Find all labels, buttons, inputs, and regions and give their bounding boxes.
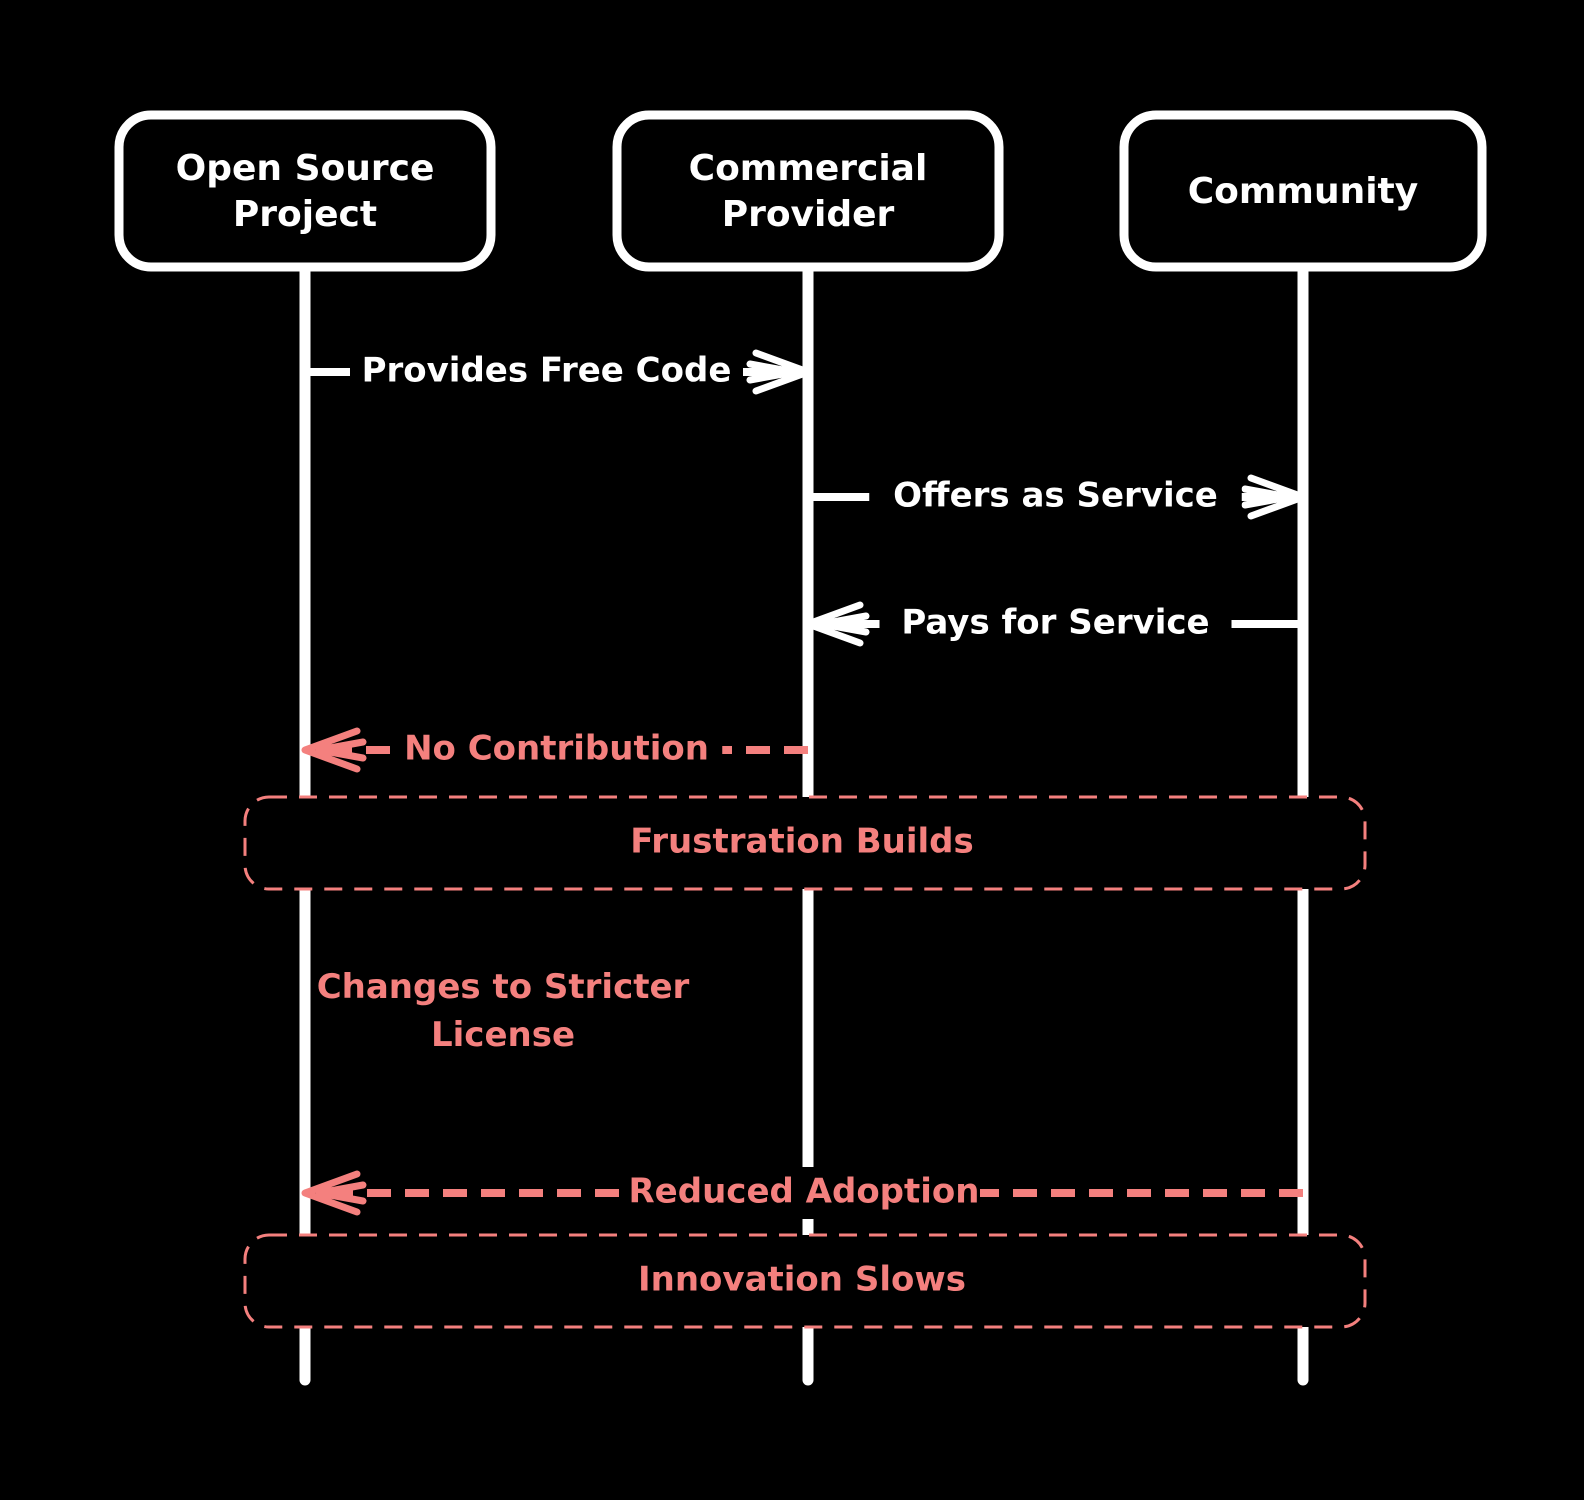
- annotation-label: Changes to Stricter: [317, 967, 690, 1007]
- actor-label: Open Source: [176, 148, 435, 189]
- arrowhead: [1241, 474, 1307, 520]
- actors: Open SourceProjectCommercialProviderComm…: [114, 110, 1487, 272]
- actor-label: Provider: [722, 194, 895, 235]
- note-label: Frustration Builds: [630, 822, 974, 862]
- actor-community: Community: [1119, 110, 1487, 272]
- note-1: Frustration Builds: [243, 795, 1367, 891]
- actor-label: Community: [1188, 171, 1418, 212]
- message-1: Provides Free Code: [305, 346, 812, 398]
- actor-box: [114, 110, 496, 272]
- actor-box: [612, 110, 1004, 272]
- message-2: Offers as Service: [808, 471, 1307, 523]
- message-4: No Contribution: [301, 724, 808, 776]
- note-box: [243, 1233, 1367, 1329]
- message-label: No Contribution: [404, 729, 709, 769]
- arrowhead: [301, 1170, 367, 1216]
- message-label-bg: [869, 471, 1242, 523]
- message-3: Pays for Service: [804, 598, 1303, 650]
- actor-box: [1119, 110, 1487, 272]
- message-label: Offers as Service: [893, 476, 1218, 516]
- arrowhead: [301, 727, 367, 773]
- note-label: Innovation Slows: [638, 1260, 966, 1300]
- message-label-bg: [390, 724, 723, 776]
- actor-label: Project: [233, 194, 377, 235]
- note-2: Innovation Slows: [243, 1233, 1367, 1329]
- message-label-bg: [628, 1167, 980, 1219]
- actor-label: Commercial: [689, 148, 928, 189]
- message-label-bg: [879, 598, 1232, 650]
- message-5: Reduced Adoption: [301, 1167, 1303, 1219]
- message-label: Pays for Service: [901, 603, 1209, 643]
- message-label: Provides Free Code: [362, 351, 732, 391]
- message-label-bg: [350, 346, 743, 398]
- arrowhead: [804, 601, 870, 647]
- arrowhead: [746, 349, 812, 395]
- message-label: Reduced Adoption: [629, 1172, 980, 1212]
- note-box: [243, 795, 1367, 891]
- annotation-label: License: [431, 1015, 575, 1055]
